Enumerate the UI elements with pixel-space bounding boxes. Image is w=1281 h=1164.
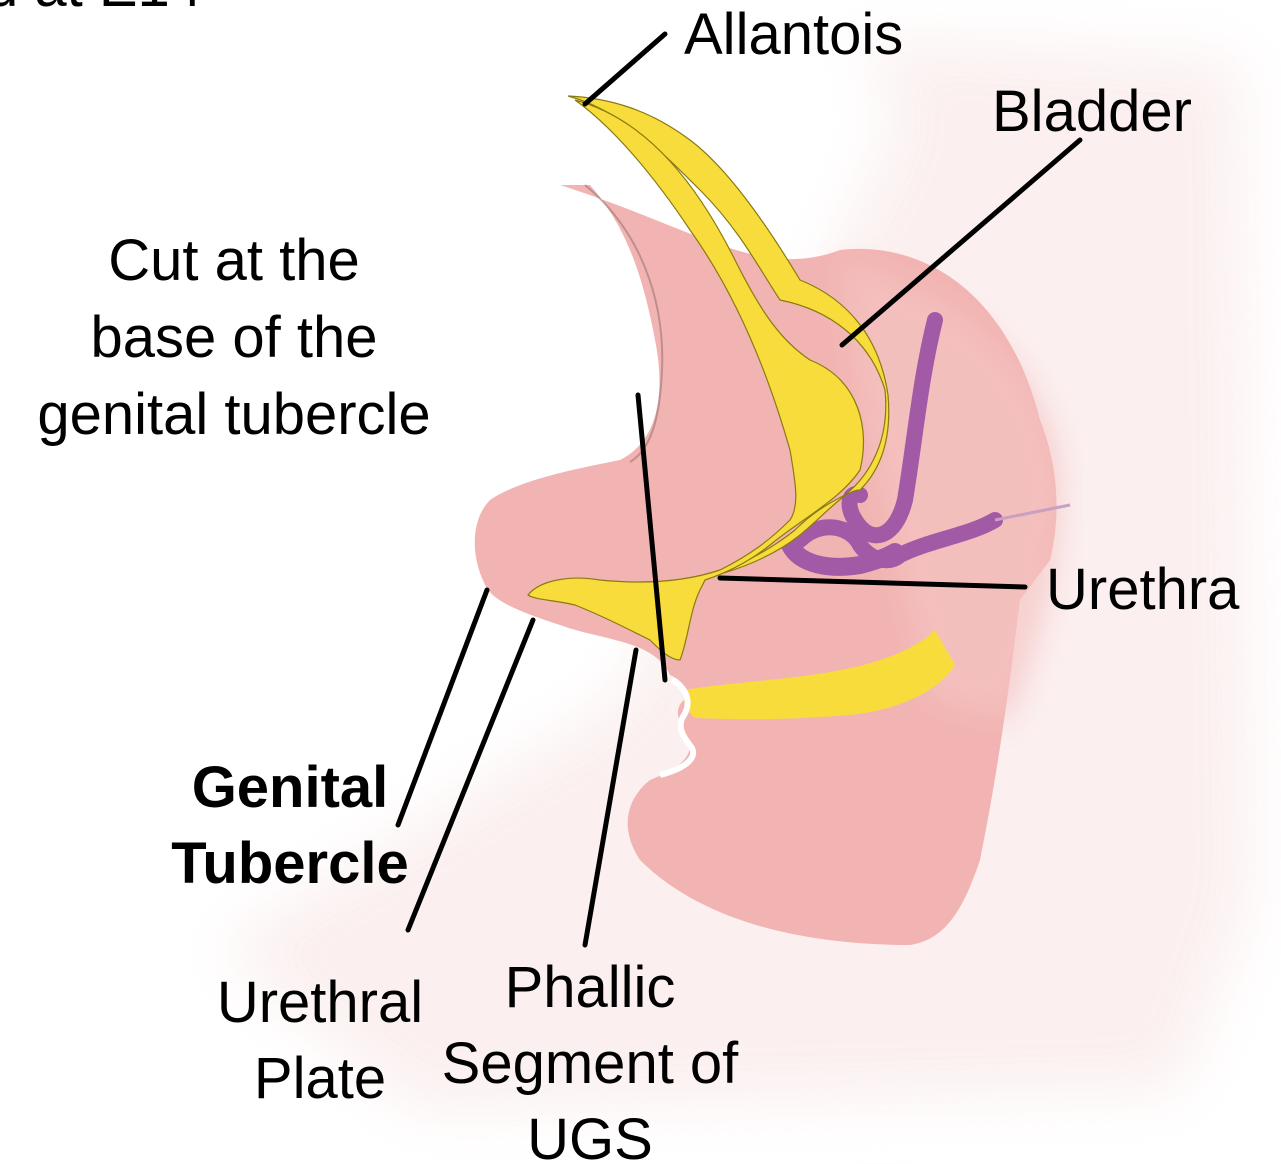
cut-note-line-3: genital tubercle: [14, 376, 454, 453]
genital-tubercle-line-2: Tubercle: [150, 826, 430, 902]
bladder-label: Bladder: [992, 79, 1192, 145]
cut-note-label: Cut at the base of the genital tubercle: [14, 222, 454, 453]
allantois-leader: [585, 34, 665, 104]
phallic-segment-line-1: Phallic: [410, 950, 770, 1026]
phallic-segment-label: Phallic Segment of UGS: [410, 950, 770, 1164]
phallic-segment-line-3: UGS: [410, 1102, 770, 1164]
partial-title: d at E14: [0, 0, 202, 20]
cut-note-line-1: Cut at the: [14, 222, 454, 299]
phallic-segment-line-2: Segment of: [410, 1026, 770, 1102]
cut-note-line-2: base of the: [14, 299, 454, 376]
urethra-label: Urethra: [1046, 557, 1239, 623]
genital-tubercle-line-1: Genital: [150, 750, 430, 826]
genital-tubercle-label: Genital Tubercle: [150, 750, 430, 902]
allantois-label: Allantois: [684, 2, 903, 68]
